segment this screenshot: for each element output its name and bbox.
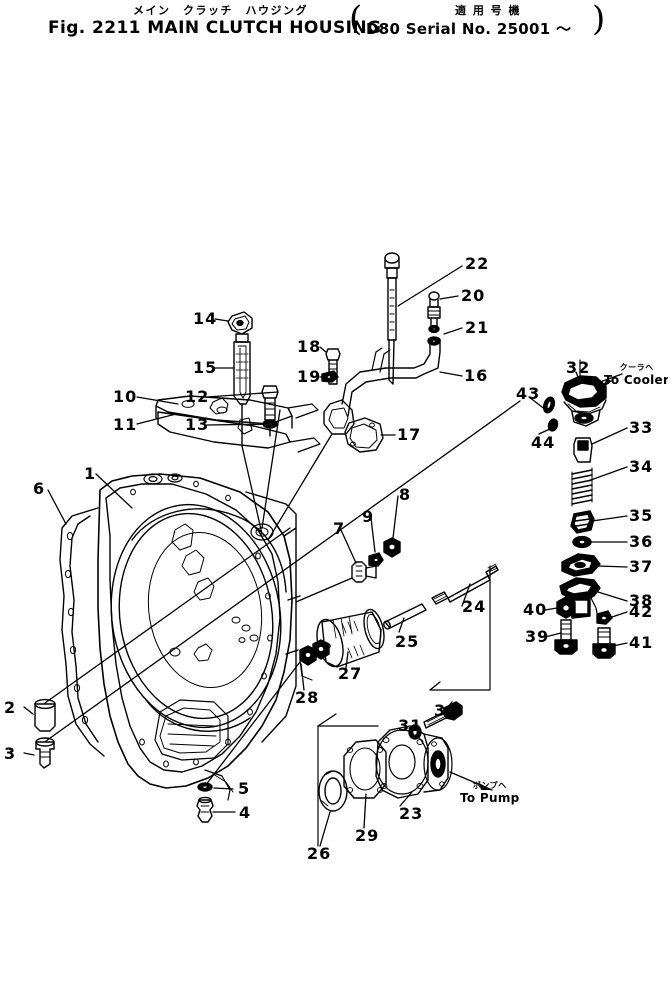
callout-41: 41: [629, 633, 654, 652]
clamp-part-17: [344, 417, 384, 453]
housing-part-38: [559, 577, 601, 619]
callout-14: 14: [193, 309, 218, 328]
bolt-part-41: [592, 627, 616, 659]
cooler-head-part-32: [561, 359, 607, 427]
callout-33: 33: [629, 418, 654, 437]
nuts-part-28: [299, 639, 330, 681]
fitting-part-14: [227, 311, 253, 343]
callout-11: 11: [113, 415, 138, 434]
callout-18: 18: [297, 337, 322, 356]
annotation-to-cooler: クーラヘ To Cooler: [604, 362, 668, 387]
callout-9: 9: [362, 507, 375, 526]
nut-part-8: [383, 537, 401, 558]
callout-35: 35: [629, 506, 654, 525]
callout-23: 23: [399, 804, 424, 823]
callout-5: 5: [238, 779, 251, 798]
callout-12: 12: [185, 387, 210, 406]
title-japanese: メイン クラッチ ハウジング: [133, 4, 308, 17]
washer-part-42: [596, 610, 613, 625]
pump-adapter-part-23: [375, 725, 453, 799]
callout-42: 42: [629, 602, 654, 621]
valve-part-33: [573, 437, 593, 463]
callout-29: 29: [355, 826, 380, 845]
callout-27: 27: [338, 664, 363, 683]
seat-part-35: [570, 510, 595, 534]
callout-28: 28: [295, 688, 320, 707]
callout-15: 15: [193, 358, 218, 377]
callout-4: 4: [239, 803, 252, 822]
callout-13: 13: [185, 415, 210, 434]
bolt-part-12: [261, 385, 279, 421]
callout-25: 25: [395, 632, 420, 651]
callout-20: 20: [461, 286, 486, 305]
callout-31: 31: [398, 716, 423, 735]
washer-part-9: [368, 552, 384, 567]
fitting-part-7: [351, 561, 377, 583]
filter-cartridge-part-27: [316, 608, 385, 668]
seal-ring-part-26: [318, 770, 348, 812]
serial-paren-close: ): [592, 0, 606, 39]
callout-8: 8: [399, 485, 412, 504]
callout-36: 36: [629, 532, 654, 551]
title-block: メイン クラッチ ハウジング Fig. 2211 MAIN CLUTCH HOU…: [0, 0, 668, 52]
gasket-part-29: [343, 739, 387, 799]
callout-17: 17: [397, 425, 422, 444]
callout-22: 22: [465, 254, 490, 273]
callout-6: 6: [33, 479, 46, 498]
callout-37: 37: [629, 557, 654, 576]
callout-43: 43: [516, 384, 541, 403]
plug-part-3: [35, 737, 55, 769]
callout-32: 32: [566, 358, 591, 377]
washer-part-5: [197, 782, 213, 792]
callout-16: 16: [464, 366, 489, 385]
title-english: Fig. 2211 MAIN CLUTCH HOUSING: [48, 18, 382, 38]
serial-japanese: 適 用 号 機: [455, 4, 521, 17]
housing-top-rail: [155, 395, 321, 453]
callout-1: 1: [84, 464, 97, 483]
to-cooler-japanese: クーラヘ: [619, 363, 654, 372]
serial-paren-open: (: [349, 0, 363, 39]
callout-2: 2: [4, 698, 17, 717]
callout-30: 30: [434, 701, 459, 720]
bolt-part-39: [554, 619, 578, 655]
callout-3: 3: [4, 744, 17, 763]
callout-7: 7: [333, 519, 346, 538]
oil-tube-part-16: [323, 336, 441, 435]
callout-21: 21: [465, 318, 490, 337]
callout-24: 24: [462, 597, 487, 616]
callout-34: 34: [629, 457, 654, 476]
oring-part-43: [542, 396, 556, 414]
nut-part-40: [556, 596, 576, 619]
callout-39: 39: [525, 627, 550, 646]
callout-26: 26: [307, 844, 332, 863]
washer-part-31: [408, 724, 422, 740]
callout-38: 38: [629, 591, 654, 610]
to-cooler-english: To Cooler: [604, 373, 668, 387]
callout-19: 19: [297, 367, 322, 386]
ball-part-36: [572, 535, 592, 549]
clutch-housing-body: [59, 473, 301, 801]
annotation-to-pump: ポンプヘ To Pump: [460, 780, 520, 805]
serial-english: D80 Serial No. 25001 〜: [366, 20, 572, 38]
callout-40: 40: [523, 600, 548, 619]
body-part-37: [561, 553, 601, 577]
to-pump-japanese: ポンプヘ: [472, 781, 507, 790]
plug-part-2: [34, 698, 56, 732]
callout-44: 44: [531, 433, 556, 452]
callout-10: 10: [113, 387, 138, 406]
spring-part-34: [571, 467, 593, 507]
washer-part-19: [321, 370, 339, 383]
shaft-part-25: [383, 603, 427, 630]
to-pump-english: To Pump: [460, 791, 520, 805]
dipstick-part-22: [384, 252, 400, 385]
plug-part-4: [196, 796, 214, 823]
